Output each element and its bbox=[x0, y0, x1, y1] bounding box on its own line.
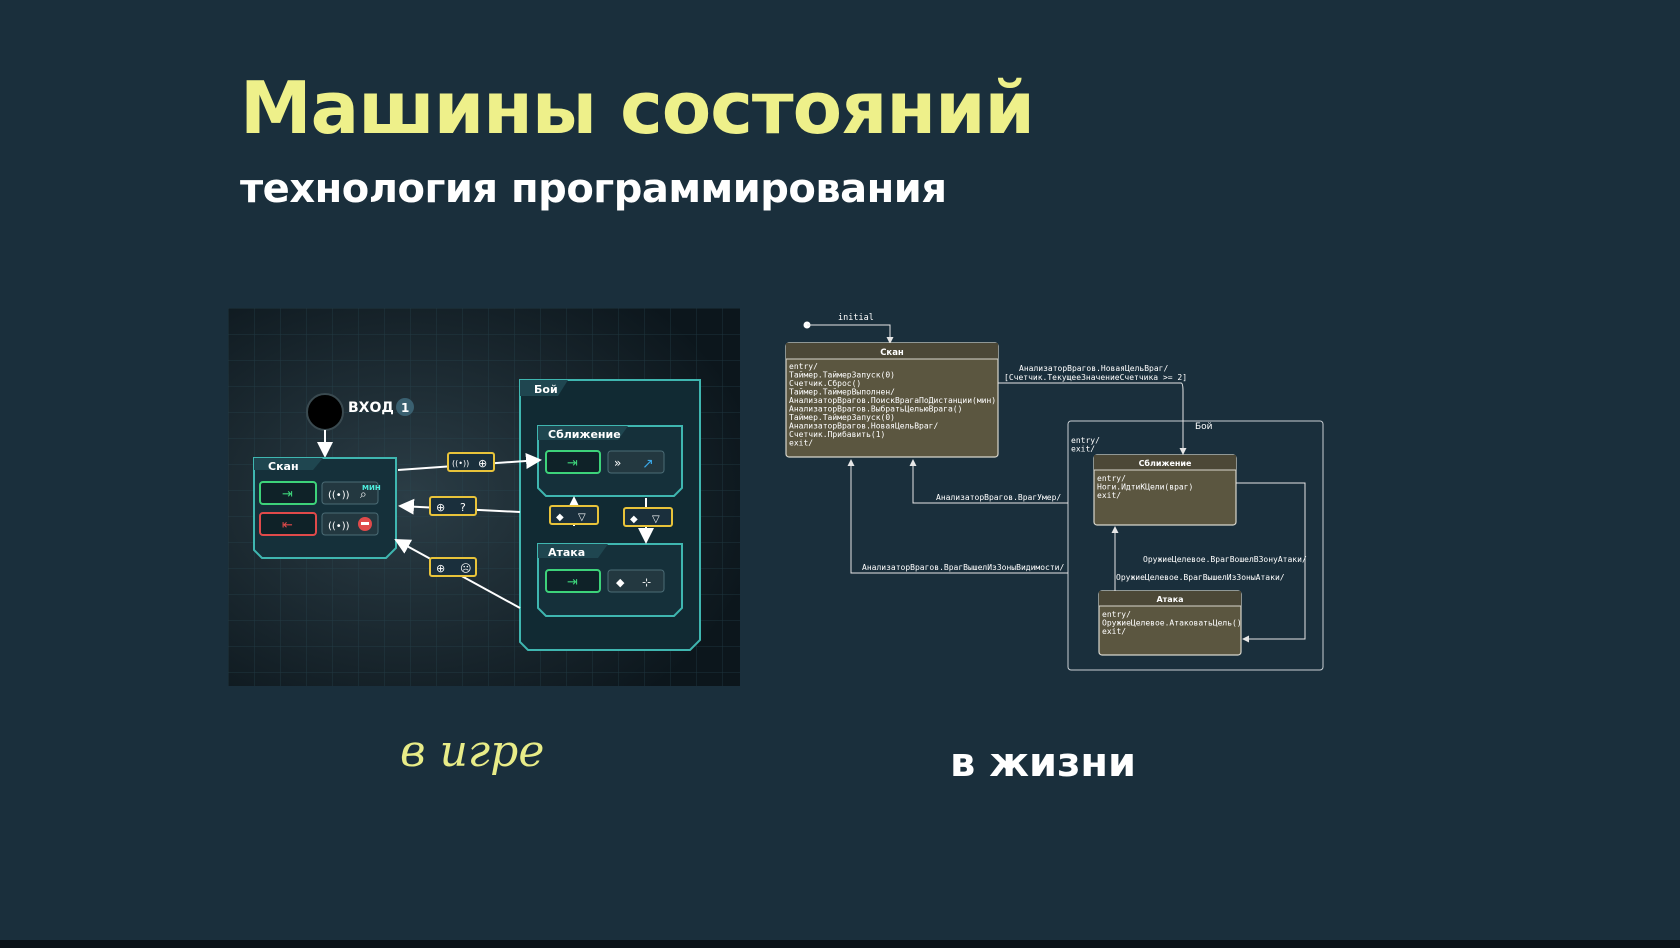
enter-icon-approach: ⇥ bbox=[567, 456, 578, 471]
trigger-scan-to-approach: ((•)) ⊕ bbox=[447, 452, 495, 472]
svg-text:⊕: ⊕ bbox=[478, 457, 487, 470]
weapon-icon: ◆ bbox=[616, 576, 625, 589]
entry-node bbox=[306, 393, 344, 431]
svg-text:((•)): ((•)) bbox=[452, 459, 469, 468]
slide-subtitle: технология программирования bbox=[240, 166, 947, 212]
entry-label: ВХОД bbox=[348, 400, 394, 416]
uml-diagram: initial Скан entry/ Таймер.ТаймерЗапуск(… bbox=[775, 305, 1335, 680]
scan-min-label: МИН bbox=[362, 484, 381, 492]
game-state-scan: Скан ⇥ ((•)) ⌕ МИН ⇤ ((•)) bbox=[253, 457, 397, 559]
scan-title: Скан bbox=[268, 460, 299, 473]
uml-state-attack: Атака entry/ ОружиеЦелевое.АтаковатьЦель… bbox=[1098, 590, 1247, 656]
trigger-attack-to-approach: ◆ ▽ bbox=[549, 505, 599, 525]
uml-transition-enemy-left-view: АнализаторВрагов.ВрагВышелИзЗоныВидимост… bbox=[862, 563, 1064, 572]
approach-title: Сближение bbox=[548, 428, 621, 441]
svg-text:⊕: ⊕ bbox=[436, 501, 445, 514]
uml-battle-body: entry/ exit/ bbox=[1071, 436, 1105, 454]
svg-text:◆: ◆ bbox=[630, 514, 638, 525]
svg-text:?: ? bbox=[460, 501, 466, 514]
svg-text:▽: ▽ bbox=[578, 512, 586, 523]
uml-transition-enemy-left-attack: ОружиеЦелевое.ВрагВышелИзЗоныАтаки/ bbox=[1116, 573, 1285, 582]
trigger-lost-to-scan: ⊕ ☹ bbox=[429, 557, 477, 577]
svg-text:⊕: ⊕ bbox=[436, 562, 445, 575]
uml-approach-body: entry/ Ноги.ИдтиКЦели(враг) exit/ bbox=[1097, 474, 1198, 500]
entry-badge: 1 bbox=[401, 401, 409, 415]
uml-state-battle: Бой entry/ exit/ bbox=[1067, 420, 1324, 671]
enter-icon: ⇥ bbox=[282, 487, 293, 502]
battle-title: Бой bbox=[534, 383, 558, 396]
game-state-approach: Сближение ⇥ » ↗ bbox=[537, 425, 683, 497]
game-state-attack: Атака ⇥ ◆ ⊹ bbox=[537, 543, 683, 617]
exit-icon: ⇤ bbox=[282, 518, 293, 533]
target-icon: ⊹ bbox=[642, 576, 651, 589]
game-diagram: ВХОД 1 Скан ⇥ ((•)) ⌕ МИН ⇤ ((•)) Бой bbox=[228, 308, 740, 686]
uml-battle-title: Бой bbox=[1195, 422, 1213, 432]
uml-transition-new-target: АнализаторВрагов.НоваяЦельВраг/ [Счетчик… bbox=[1004, 364, 1187, 382]
search-icon: ⌕ bbox=[360, 487, 367, 501]
uml-scan-body: entry/ Таймер.ТаймерЗапуск(0) Счетчик.Сб… bbox=[789, 362, 1001, 448]
signal-icon: ((•)) bbox=[328, 490, 350, 501]
trigger-battle-to-scan: ⊕ ? bbox=[429, 496, 477, 516]
uml-scan-title: Скан bbox=[880, 348, 904, 358]
slide-title: Машины состояний bbox=[240, 66, 1035, 150]
entry-badge-circle bbox=[396, 398, 414, 416]
signal-icon-2: ((•)) bbox=[328, 521, 350, 532]
initial-label: initial bbox=[838, 313, 874, 323]
forward-icon: » bbox=[614, 456, 621, 470]
svg-text:◆: ◆ bbox=[556, 512, 564, 523]
uml-transition-enemy-entered-attack: ОружиеЦелевое.ВрагВошелВЗонуАтаки/ bbox=[1143, 555, 1307, 564]
attack-title: Атака bbox=[548, 546, 585, 559]
uml-transition-enemy-died: АнализаторВрагов.ВрагУмер/ bbox=[936, 493, 1061, 502]
move-arrow-icon: ↗ bbox=[642, 456, 654, 472]
uml-approach-title: Сближение bbox=[1139, 458, 1192, 468]
caption-in-game: в игре bbox=[400, 726, 545, 777]
uml-state-scan: Скан entry/ Таймер.ТаймерЗапуск(0) Счетч… bbox=[785, 342, 1001, 458]
uml-attack-title: Атака bbox=[1156, 595, 1183, 604]
bottom-bar bbox=[0, 940, 1680, 948]
svg-text:▽: ▽ bbox=[652, 514, 660, 525]
trigger-approach-to-attack: ◆ ▽ bbox=[623, 507, 673, 527]
uml-attack-body: entry/ ОружиеЦелевое.АтаковатьЦель() exi… bbox=[1102, 610, 1247, 636]
enter-icon-attack: ⇥ bbox=[567, 575, 578, 590]
caption-in-life: в жизни bbox=[950, 740, 1136, 786]
uml-state-approach: Сближение entry/ Ноги.ИдтиКЦели(враг) ex… bbox=[1093, 454, 1237, 526]
svg-text:☹: ☹ bbox=[460, 562, 471, 575]
